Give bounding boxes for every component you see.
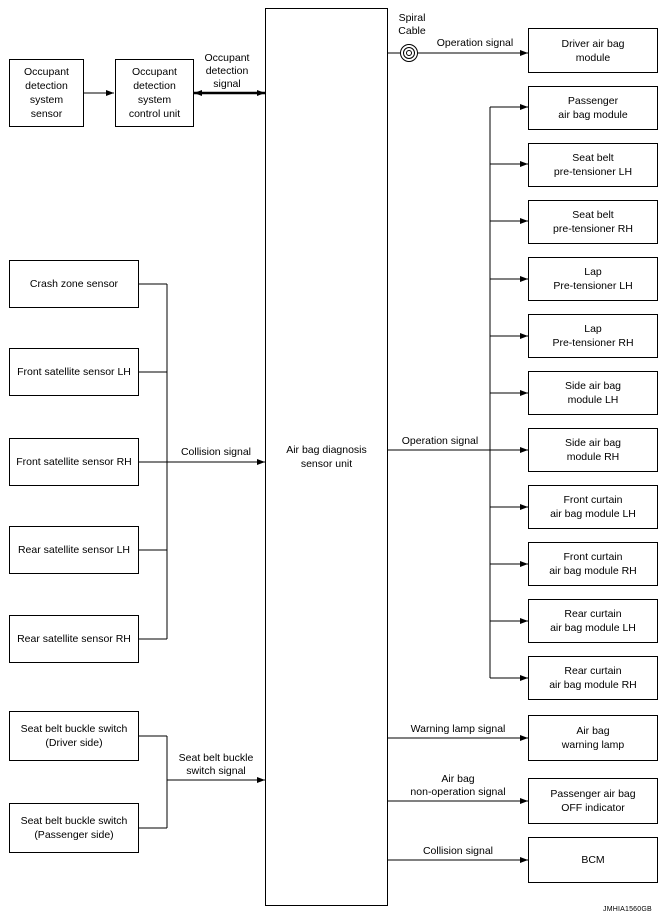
operation-signal-label: Operation signal xyxy=(401,435,479,447)
front-curtain-air-bag-module-lh-box: Front curtain air bag module LH xyxy=(528,485,658,529)
air-bag-diagnosis-sensor-unit: Air bag diagnosis sensor unit xyxy=(265,8,388,906)
seat-belt-pre-tensioner-rh-box: Seat belt pre-tensioner RH xyxy=(528,200,658,244)
seat-belt-buckle-switch-passenger-box: Seat belt buckle switch (Passenger side) xyxy=(9,803,139,853)
passenger-air-bag-module-box: Passenger air bag module xyxy=(528,86,658,130)
rear-curtain-air-bag-module-lh-box: Rear curtain air bag module LH xyxy=(528,599,658,643)
front-satellite-sensor-rh-box: Front satellite sensor RH xyxy=(9,438,139,486)
front-satellite-sensor-lh-box: Front satellite sensor LH xyxy=(9,348,139,396)
occupant-detection-sensor-box: Occupant detection system sensor xyxy=(9,59,84,127)
passenger-air-bag-off-indicator-box: Passenger air bag OFF indicator xyxy=(528,778,658,824)
rear-satellite-sensor-rh-box: Rear satellite sensor RH xyxy=(9,615,139,663)
front-curtain-air-bag-module-rh-box: Front curtain air bag module RH xyxy=(528,542,658,586)
seat-belt-buckle-switch-signal-label: Seat belt buckle switch signal xyxy=(178,752,254,777)
lap-pre-tensioner-lh-box: Lap Pre-tensioner LH xyxy=(528,257,658,301)
spiral-cable-icon xyxy=(400,44,418,62)
lap-pre-tensioner-rh-box: Lap Pre-tensioner RH xyxy=(528,314,658,358)
side-air-bag-module-rh-box: Side air bag module RH xyxy=(528,428,658,472)
driver-air-bag-module-box: Driver air bag module xyxy=(528,28,658,73)
bcm-collision-signal-label: Collision signal xyxy=(422,845,494,857)
side-air-bag-module-lh-box: Side air bag module LH xyxy=(528,371,658,415)
occupant-detection-control-unit-box: Occupant detection system control unit xyxy=(115,59,194,127)
crash-zone-sensor-box: Crash zone sensor xyxy=(9,260,139,308)
seat-belt-pre-tensioner-lh-box: Seat belt pre-tensioner LH xyxy=(528,143,658,187)
spiral-cable-label: Spiral Cable xyxy=(398,12,426,37)
warning-lamp-signal-label: Warning lamp signal xyxy=(410,723,506,735)
seat-belt-buckle-switch-driver-box: Seat belt buckle switch (Driver side) xyxy=(9,711,139,761)
rear-curtain-air-bag-module-rh-box: Rear curtain air bag module RH xyxy=(528,656,658,700)
figure-code: JMHIA1560GB xyxy=(603,906,652,913)
air-bag-non-operation-signal-label: Air bag non-operation signal xyxy=(410,773,506,798)
collision-signal-label: Collision signal xyxy=(180,446,252,458)
air-bag-warning-lamp-box: Air bag warning lamp xyxy=(528,715,658,761)
driver-operation-signal-label: Operation signal xyxy=(436,37,514,49)
rear-satellite-sensor-lh-box: Rear satellite sensor LH xyxy=(9,526,139,574)
occupant-detection-signal-label: Occupant detection signal xyxy=(204,52,250,90)
bcm-box: BCM xyxy=(528,837,658,883)
